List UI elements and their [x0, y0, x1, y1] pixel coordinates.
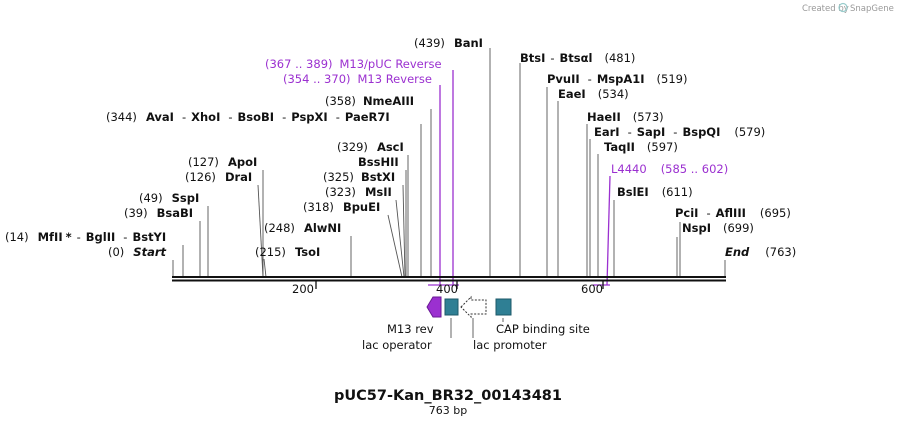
feature-label-lac-promoter: lac promoter [473, 338, 547, 352]
site-nmeaiii[interactable]: (358)NmeAIII [325, 94, 414, 108]
site-pcii-group[interactable]: PciI-AflIII(695) [675, 206, 791, 220]
site-btsi[interactable]: BtsI-Btsαl(481) [520, 51, 635, 65]
site-pvuii[interactable]: PvuII-MspA1I(519) [547, 72, 687, 86]
line-msii [395, 199, 405, 278]
site-avai-group[interactable]: (344)AvaI-XhoI-BsoBI-PspXI-PaeR7I [106, 110, 390, 124]
site-bani[interactable]: (439)BanI [414, 36, 483, 50]
backbone-bottom-strand [172, 279, 726, 282]
line-tsoi [263, 258, 267, 278]
site-bstxi[interactable]: (325)BstXI [323, 170, 395, 184]
site-mfei-group[interactable]: (14)MfII*-BglII-BstYI [5, 230, 166, 244]
plasmid-title: pUC57-Kan_BR32_00143481 [334, 388, 562, 404]
feature-label-cap: CAP binding site [496, 322, 590, 336]
site-bpuei[interactable]: (318)BpuEI [303, 200, 380, 214]
feature-label-m13-rev: M13 rev [387, 322, 434, 336]
line-bpuei [387, 214, 403, 278]
plasmid-length: 763 bp [429, 404, 467, 417]
backbone-top-strand [172, 276, 726, 278]
m13-rev-arrow-icon[interactable] [426, 296, 442, 318]
site-alwni[interactable]: (248)AlwNI [264, 221, 341, 235]
site-bsabi[interactable]: (39)BsaBI [124, 206, 193, 220]
site-msii[interactable]: (323)MsII [325, 185, 392, 199]
site-apoi[interactable]: (127)ApoI [188, 155, 257, 169]
site-tsoi[interactable]: (215)TsoI [255, 245, 320, 259]
lac-operator-box[interactable] [444, 298, 459, 316]
site-bsshii[interactable]: BssHII [358, 155, 399, 169]
primer-lines [428, 70, 611, 286]
axis-tick-200: 200 [292, 282, 314, 296]
primer-m13puc-reverse[interactable]: (367 .. 389)M13/pUC Reverse [265, 57, 442, 71]
site-lines [172, 48, 726, 278]
site-eaei[interactable]: EaeI(534) [558, 87, 629, 101]
feature-leader-lines [450, 318, 504, 338]
site-start: (0)Start [108, 245, 167, 259]
line-drai [257, 184, 264, 278]
axis-tick-600: 600 [581, 282, 603, 296]
site-asci[interactable]: (329)AscI [337, 140, 404, 154]
line-bstxi [402, 184, 406, 278]
site-bslei[interactable]: BslEI(611) [617, 185, 693, 199]
axis-tick-400: 400 [436, 282, 458, 296]
credit-text: Created by [802, 4, 849, 14]
line-l4440 [606, 175, 611, 286]
snapgene-logo-icon [838, 2, 848, 13]
site-nspi[interactable]: NspI(699) [682, 221, 754, 235]
cap-binding-site-box[interactable] [495, 298, 512, 316]
lac-promoter-arrow-icon[interactable] [460, 295, 487, 319]
site-drai[interactable]: (126)DraI [185, 170, 252, 184]
site-haeii[interactable]: HaeII(573) [587, 110, 664, 124]
primer-l4440[interactable]: L4440(585 .. 602) [611, 162, 728, 176]
site-end: End(763) [725, 245, 796, 259]
credit-brand: SnapGene [850, 4, 894, 14]
site-eari-group[interactable]: EarI-SapI-BspQI(579) [594, 125, 765, 139]
feature-label-lac-operator: lac operator [362, 338, 432, 352]
axis-ticks [315, 281, 604, 289]
site-sspi[interactable]: (49)SspI [139, 191, 199, 205]
primer-m13-reverse[interactable]: (354 .. 370)M13 Reverse [283, 72, 432, 86]
site-taqii[interactable]: TaqII(597) [604, 140, 678, 154]
